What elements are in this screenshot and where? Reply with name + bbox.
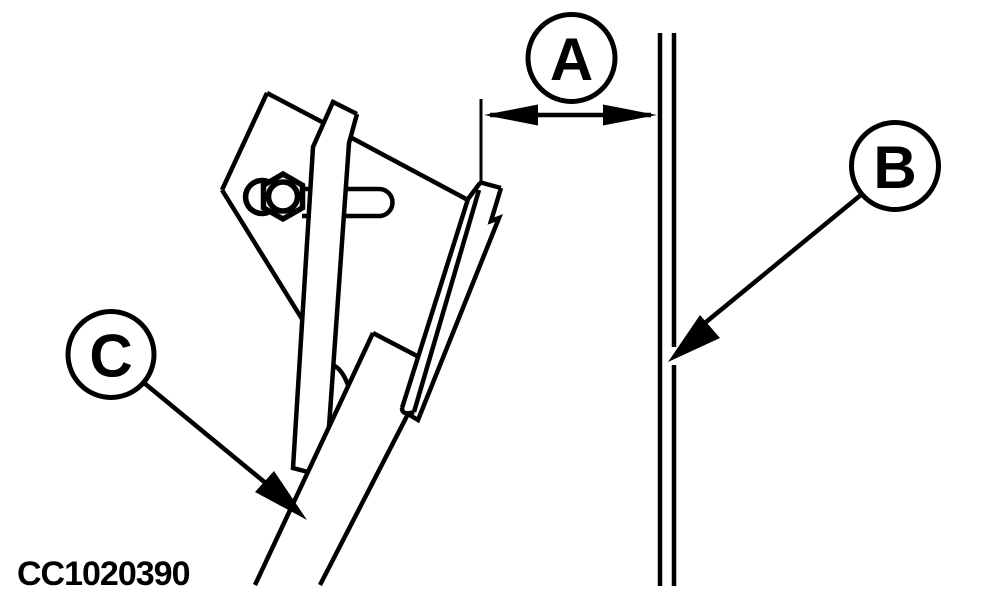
pad-left-edge (399, 181, 482, 409)
callout-a-circle (525, 12, 618, 104)
strip-lever-fillet-arc (331, 362, 351, 386)
callout-c-label: C (89, 323, 132, 390)
lever-right-edge (317, 187, 504, 587)
leader-b-arrowhead (668, 315, 720, 362)
callout-c-circle (65, 309, 157, 400)
strip-left-outline (290, 98, 359, 475)
callout-b-label: B (873, 134, 916, 201)
bolt-circle (265, 179, 301, 214)
strip-right-edge (326, 113, 360, 428)
figure-code: CC1020390 (17, 555, 190, 593)
plate-bottom-edge (220, 188, 304, 321)
callout-a-label: A (550, 26, 593, 93)
leader-b-line (698, 192, 864, 329)
washer-arc (242, 177, 272, 217)
plate-top-edge-right (348, 135, 470, 202)
lever-top-edge (371, 331, 421, 359)
dim-arrowhead-left (484, 104, 538, 126)
plate-top-edge-left (265, 91, 326, 125)
lever-left-edge (252, 332, 376, 586)
leader-c-line (141, 380, 270, 487)
plate-left-edge (219, 92, 270, 191)
lever-top-end-edge (478, 179, 502, 191)
slot-outline-right (345, 186, 395, 219)
pad-bottom-cap (399, 407, 415, 416)
leader-c-arrowhead (255, 471, 307, 520)
pad-right-edge (411, 189, 482, 413)
dim-arrowhead-right (603, 104, 657, 126)
callout-b-circle (849, 120, 941, 212)
